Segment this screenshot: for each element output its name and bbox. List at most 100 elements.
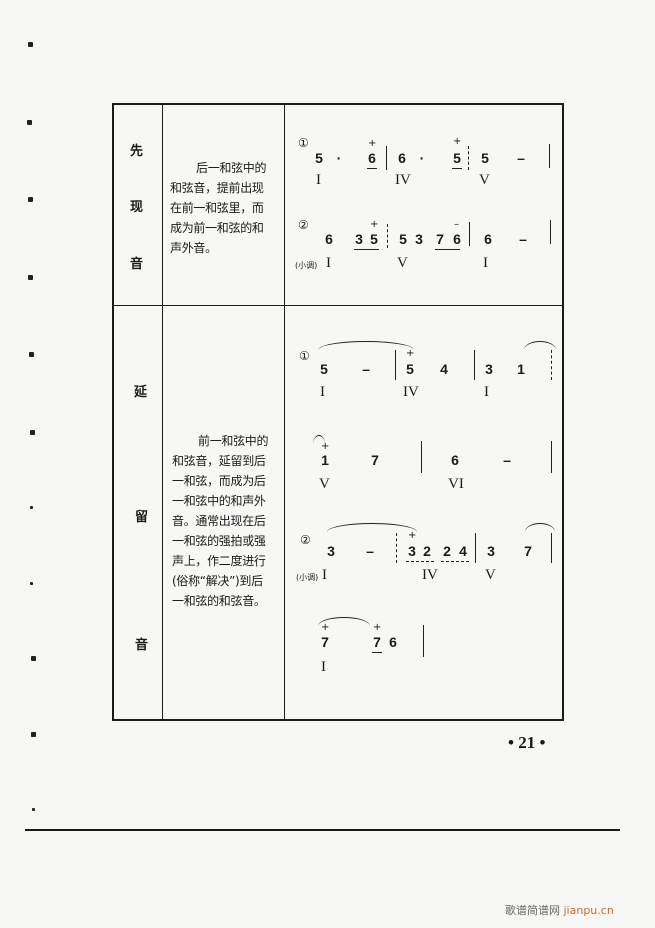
chord-roman: I: [321, 659, 326, 675]
chord-roman: V: [485, 567, 496, 583]
term-char: 音: [130, 257, 144, 272]
note: 3: [415, 231, 423, 247]
note: 1: [517, 361, 525, 377]
example-marker: ②: [300, 533, 311, 547]
watermark: 歌谱简谱网 jianpu.cn: [505, 902, 614, 918]
barline: [468, 146, 469, 170]
mode-label: (小调): [296, 573, 319, 582]
chord-roman: I: [316, 172, 321, 188]
page-number: • 21 •: [508, 733, 546, 752]
sharp-mark: +: [321, 622, 330, 633]
chord-roman: I: [320, 384, 325, 400]
harmony-table: [112, 103, 564, 721]
note: 3: [355, 231, 363, 247]
barline: [421, 441, 422, 473]
note: 3: [408, 543, 416, 559]
note: 3: [485, 361, 493, 377]
note: 5: [481, 150, 489, 166]
sharp-mark: +: [373, 622, 382, 633]
barline: [550, 220, 551, 244]
sharp-mark: +: [453, 136, 462, 147]
note: 3: [487, 543, 495, 559]
note: 6: [451, 452, 459, 468]
dash: –: [517, 150, 525, 166]
tie: [327, 523, 417, 532]
barline: [549, 144, 550, 168]
underline: [367, 168, 377, 169]
column-divider: [284, 103, 285, 721]
term-char: 先: [130, 144, 144, 159]
dash: –: [503, 452, 511, 468]
chord-roman: I: [484, 384, 489, 400]
note: 7: [321, 634, 329, 650]
barline: [475, 533, 476, 563]
binding-mark: [30, 582, 33, 585]
term-char: 留: [135, 510, 149, 525]
note: 7: [436, 231, 444, 247]
note: 7: [373, 634, 381, 650]
note: 2: [423, 543, 431, 559]
term-description: 后一和弦中的 和弦音，提前出现 在前一和弦里，而 成为前一和弦的和 声外音。: [170, 161, 267, 255]
term-char: 现: [130, 200, 144, 215]
barline: [551, 441, 552, 473]
note: 6: [398, 150, 406, 166]
dash: –: [519, 231, 527, 247]
sharp-mark: +: [321, 441, 330, 452]
example-marker: ①: [299, 349, 310, 363]
note: 4: [459, 543, 467, 559]
term-char: 音: [135, 638, 149, 653]
underline: [441, 561, 469, 562]
binding-mark: [31, 732, 36, 737]
barline: [474, 350, 475, 380]
note: 7: [524, 543, 532, 559]
dash: –: [362, 361, 370, 377]
barline: [386, 146, 387, 170]
note: 2: [443, 543, 451, 559]
note: 6: [325, 231, 333, 247]
chord-roman: I: [322, 567, 327, 583]
flat-mark: –: [454, 219, 459, 230]
chord-roman: V: [397, 255, 408, 271]
note: 6: [484, 231, 492, 247]
note: 5: [370, 231, 378, 247]
watermark-cn: 歌谱简谱网: [505, 904, 560, 917]
binding-mark: [30, 506, 33, 509]
chord-roman: V: [479, 172, 490, 188]
example-marker: ②: [298, 218, 309, 232]
barline: [396, 533, 397, 563]
note: 5: [399, 231, 407, 247]
column-divider: [162, 103, 163, 721]
note: 6: [389, 634, 397, 650]
binding-mark: [27, 120, 32, 125]
tie: [524, 341, 556, 350]
chord-roman: IV: [403, 384, 419, 400]
barline: [387, 224, 388, 248]
chord-roman: VI: [448, 476, 464, 492]
note: 6: [453, 231, 461, 247]
binding-mark: [28, 275, 33, 280]
note: 5: [453, 150, 461, 166]
term-char: 延: [134, 385, 148, 400]
chord-roman: IV: [395, 172, 411, 188]
chord-roman: V: [319, 476, 330, 492]
note: 5: [406, 361, 414, 377]
note: ·: [419, 150, 425, 166]
chord-roman: I: [326, 255, 331, 271]
underline: [406, 561, 434, 562]
underline: [452, 168, 462, 169]
barline: [423, 625, 424, 657]
note: 3: [327, 543, 335, 559]
binding-mark: [31, 656, 36, 661]
tie: [313, 435, 325, 444]
tie: [525, 523, 555, 532]
tie: [318, 341, 414, 350]
chord-roman: IV: [422, 567, 438, 583]
dash: –: [366, 543, 374, 559]
binding-mark: [28, 42, 33, 47]
sharp-mark: +: [368, 138, 377, 149]
tie: [318, 617, 370, 626]
underline: [435, 249, 460, 250]
binding-mark: [30, 430, 35, 435]
note: 7: [371, 452, 379, 468]
barline: [395, 350, 396, 380]
